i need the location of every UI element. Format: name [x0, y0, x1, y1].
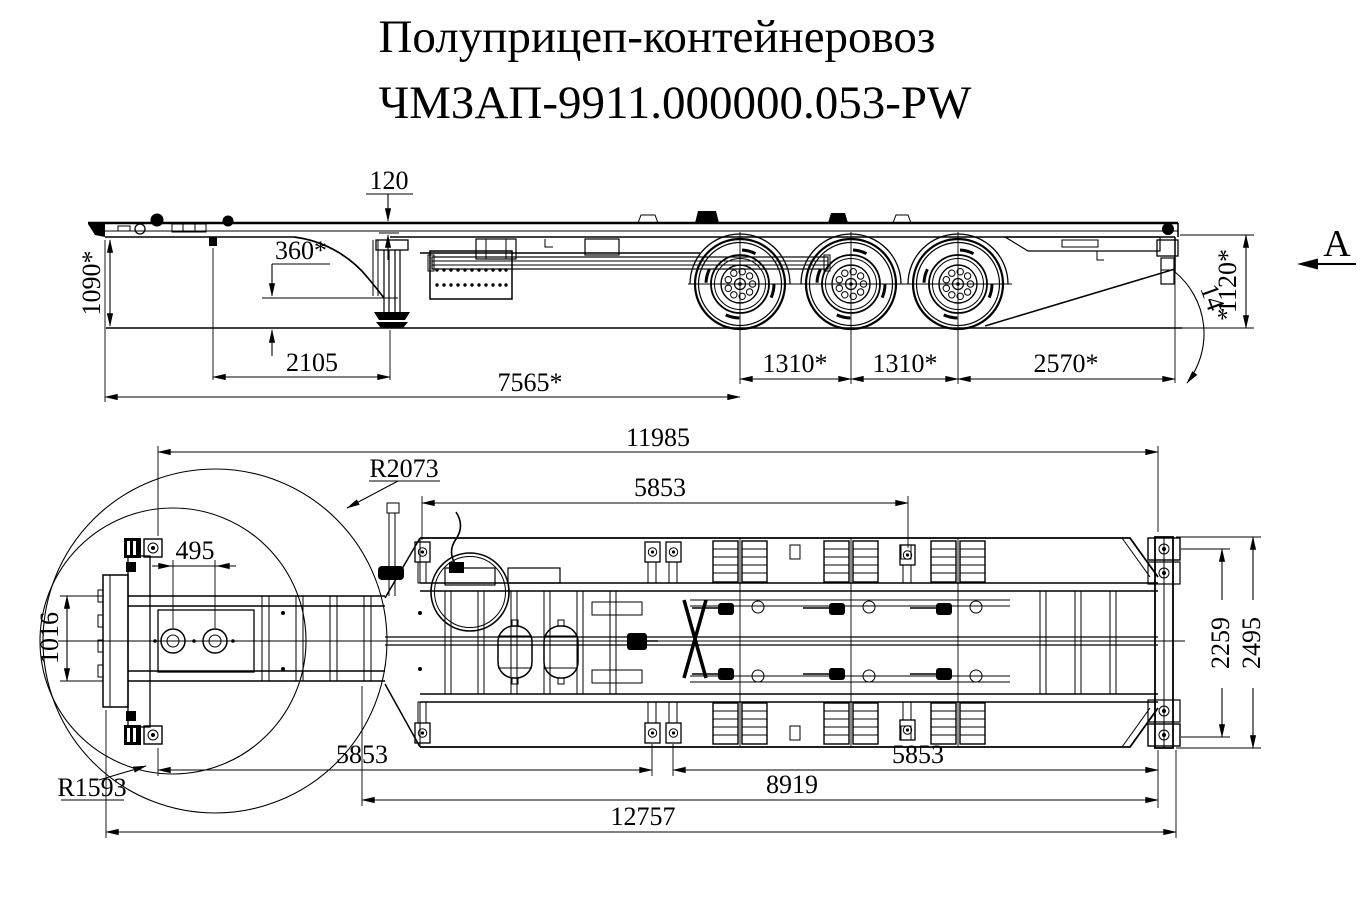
dim-frame-length: 11985	[626, 423, 690, 452]
grate-dots	[435, 268, 508, 287]
ground-and-ramp	[106, 237, 1182, 329]
rear-bolster	[1147, 536, 1181, 749]
landing-legs	[374, 239, 410, 328]
dim-bottom-lock-span-rear: 5853	[892, 740, 944, 769]
dim-overall-width: 2495	[1237, 617, 1266, 669]
dim-step: 120	[370, 166, 409, 195]
dim-rear-swing-radius: R1593	[57, 773, 126, 802]
dim-axle3-to-rear: 2570*	[1034, 349, 1099, 378]
dim-overall-length: 12757	[611, 802, 676, 831]
departure-ramp-line	[984, 268, 1176, 327]
dim-axle2-axle3: 1310*	[873, 349, 938, 378]
dim-neck-offset: 360*	[275, 236, 327, 265]
dim-top-lock-span: 5853	[634, 473, 686, 502]
container-locks	[414, 541, 916, 744]
title-line1: Полуприцеп-контейнеровоз	[378, 11, 935, 63]
top-view-platform	[384, 537, 1159, 748]
side-view: 1090* 120 360* 2105 1310* 1310* 2570* 75…	[77, 166, 1356, 402]
wheels	[688, 232, 1012, 384]
side-view-deck-fittings	[117, 211, 1174, 235]
dim-front-swing-radius: R2073	[369, 454, 438, 483]
suspension	[692, 600, 983, 683]
front-corner-lock-top	[123, 537, 163, 559]
dim-front-to-axle1: 7565*	[498, 368, 563, 397]
top-view: 11985 R2073 5853 495 1016 2259 2495 5853	[35, 423, 1266, 838]
kingpin	[209, 237, 217, 246]
top-view-dimensions: 11985 R2073 5853 495 1016 2259 2495 5853	[35, 423, 1266, 838]
dim-lock-span-total: 8919	[766, 770, 818, 799]
side-view-frame	[88, 221, 1179, 299]
side-view-dimensions: 1090* 120 360* 2105 1310* 1310* 2570* 75…	[77, 166, 1254, 402]
axles-and-tires	[692, 538, 986, 747]
dim-front-height: 1090*	[77, 251, 106, 316]
view-a-arrow-icon	[1297, 258, 1318, 270]
top-view-equipment	[378, 502, 658, 685]
air-tank-1	[497, 625, 533, 679]
dim-kingpin-to-support: 2105	[286, 348, 338, 377]
dim-rear-lock-width: 2259	[1206, 617, 1235, 669]
drawing-title: Полуприцеп-контейнеровоз ЧМЗАП-9911.0000…	[378, 11, 972, 129]
spare-wheel	[430, 552, 510, 632]
title-line2: ЧМЗАП-9911.000000.053-PW	[379, 77, 972, 129]
kingpin-position-1	[160, 628, 186, 654]
dim-rear-height: 1120*	[1213, 249, 1242, 313]
dim-kingpin-spacing: 495	[176, 536, 215, 565]
kingpin-position-2	[202, 628, 228, 654]
front-corner-lock-bottom	[123, 724, 163, 746]
view-a-label: A	[1323, 223, 1351, 265]
gooseneck	[97, 537, 422, 746]
view-a-marker: A	[1297, 223, 1356, 270]
dim-neck-width: 1016	[35, 612, 64, 664]
air-tank-2	[543, 625, 579, 679]
dim-axle1-axle2: 1310*	[763, 349, 828, 378]
